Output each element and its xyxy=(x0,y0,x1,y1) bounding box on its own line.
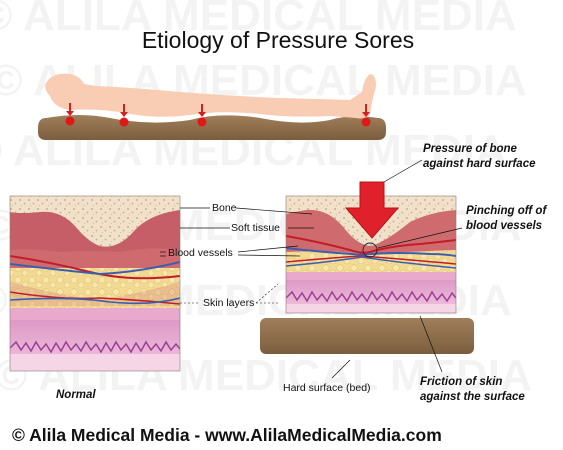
label-pressure-line1: Pressure of bone xyxy=(423,143,518,155)
pressure-points xyxy=(65,103,371,127)
label-pinching-line2: blood vessels xyxy=(466,220,542,232)
label-soft-tissue: Soft tissue xyxy=(231,222,280,234)
watermark-text-1: © ALILA MEDICAL MEDIA xyxy=(0,0,517,40)
dermis-line-compressed xyxy=(286,290,456,303)
vessel-vein-compressed xyxy=(286,247,456,257)
hard-surface-bed xyxy=(260,318,474,354)
vessel-artery-compressed xyxy=(286,235,456,254)
bone-normal xyxy=(10,196,180,247)
pinch-highlight-circle xyxy=(362,242,378,258)
dermis-line-normal xyxy=(10,340,180,354)
pressure-point-heel xyxy=(361,104,371,127)
vessel-vein-normal xyxy=(10,261,180,276)
label-bone: Bone xyxy=(212,202,237,214)
label-hard-surface: Hard surface (bed) xyxy=(283,382,371,394)
lying-body xyxy=(45,73,377,119)
bed-top xyxy=(38,115,386,140)
label-skin-layers: Skin layers xyxy=(203,297,254,309)
label-blood-vessels: Blood vessels xyxy=(168,247,233,259)
pressure-point-head xyxy=(65,103,75,126)
skin-layer-dashed-leaders xyxy=(180,283,279,304)
leader-lines xyxy=(160,159,463,379)
label-friction-line1: Friction of skin xyxy=(420,376,502,388)
label-normal: Normal xyxy=(56,389,96,401)
pressure-point-sacrum xyxy=(197,104,207,127)
label-pinching-line1: Pinching off of xyxy=(466,205,547,217)
diagram-title: Etiology of Pressure Sores xyxy=(142,27,414,53)
label-friction-line2: against the surface xyxy=(420,391,525,403)
fat-layer-compressed xyxy=(286,250,456,272)
copyright-footer: © Alila Medical Media - www.AlilaMedical… xyxy=(12,425,442,445)
pressure-arrow-icon xyxy=(344,181,400,239)
label-pressure-line2: against hard surface xyxy=(423,158,536,170)
pressure-point-shoulder xyxy=(119,104,129,127)
normal-tissue-section xyxy=(10,196,180,371)
